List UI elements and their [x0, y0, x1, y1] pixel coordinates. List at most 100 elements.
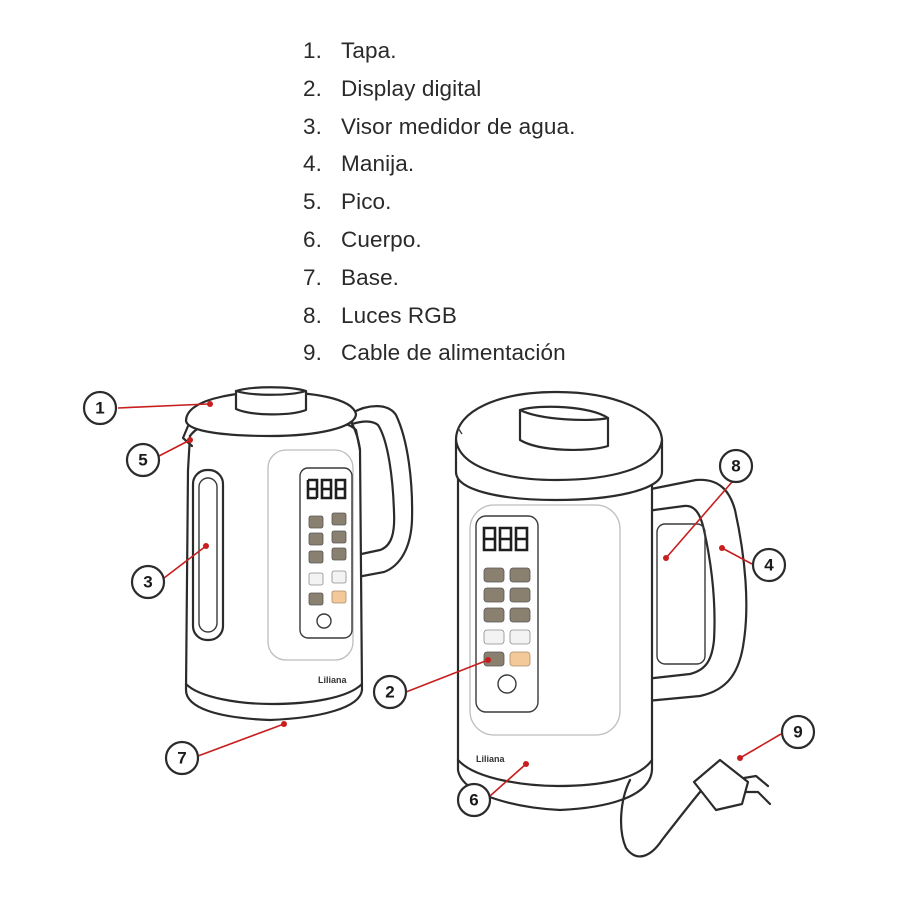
callout-circle — [82, 390, 118, 426]
right-buttons — [483, 567, 531, 694]
right-lid-button-top — [518, 408, 610, 422]
right-digit — [482, 526, 497, 552]
left-digit-display — [306, 478, 347, 500]
callout-leader — [721, 547, 753, 565]
legend-label: Base. — [341, 264, 400, 290]
legend-number: 1. — [303, 38, 322, 63]
callout-circle — [718, 448, 754, 484]
right-button — [483, 567, 505, 583]
left-button — [331, 512, 347, 526]
left-base-band — [184, 682, 364, 706]
callout-2: 2 — [372, 657, 491, 710]
legend-number: 6. — [303, 226, 322, 252]
left-button — [331, 570, 347, 584]
right-button — [509, 629, 531, 645]
right-power-button — [497, 674, 517, 694]
callout-3: 3 — [130, 543, 209, 600]
callout-number: 5 — [138, 451, 147, 470]
callout-9: 9 — [737, 714, 816, 761]
right-display-panel — [475, 515, 539, 713]
callout-dot — [737, 755, 743, 761]
callout-leader — [739, 733, 782, 759]
left-display-panel — [299, 467, 353, 639]
right-spout — [457, 427, 463, 435]
right-button — [509, 587, 531, 603]
right-lid-rim — [454, 438, 664, 482]
legend-item-base: 7. Base. — [303, 259, 575, 297]
callout-number: 7 — [177, 749, 186, 768]
right-button — [509, 651, 531, 667]
legend-item-cable: 9. Cable de alimentación — [303, 334, 575, 372]
legend-number: 3. — [303, 113, 322, 139]
plug-pin — [742, 774, 770, 788]
callout-circle — [372, 674, 408, 710]
right-button — [483, 587, 505, 603]
right-button — [509, 607, 531, 623]
callout-leader — [163, 545, 207, 579]
plug-pin — [744, 790, 772, 806]
power-plug — [692, 758, 772, 812]
legend-number: 2. — [303, 75, 322, 101]
legend-number: 4. — [303, 151, 322, 177]
callout-number: 9 — [793, 723, 802, 742]
callout-number: 1 — [95, 399, 104, 418]
callout-circle — [130, 564, 166, 600]
callout-number: 8 — [731, 457, 740, 476]
right-kettle: Liliana — [454, 390, 772, 858]
left-button — [308, 550, 324, 564]
callout-number: 6 — [469, 791, 478, 810]
right-button — [483, 629, 505, 645]
left-brand-logo: Liliana — [318, 675, 348, 685]
callout-circle — [125, 442, 161, 478]
callout-leader — [665, 481, 733, 559]
callout-dot — [207, 401, 213, 407]
legend-item-tapa: 1. Tapa. — [303, 32, 575, 70]
left-water-window-inner — [198, 477, 218, 633]
left-button — [308, 532, 324, 546]
left-button — [308, 515, 324, 529]
left-button — [331, 547, 347, 561]
legend-label: Manija. — [341, 151, 415, 177]
legend-item-visor: 3.Visor medidor de agua. — [303, 108, 575, 146]
left-digit — [320, 478, 333, 500]
left-buttons — [308, 512, 347, 629]
plug-body — [692, 758, 750, 812]
legend-item-display: 2.Display digital — [303, 70, 575, 108]
right-digit-display — [482, 526, 529, 552]
callout-6: 6 — [456, 761, 529, 818]
legend-label: Tapa. — [341, 38, 397, 63]
legend-number: 7. — [303, 264, 322, 290]
legend-number: 8. — [303, 302, 322, 328]
callout-leader — [489, 763, 527, 797]
callout-leader — [405, 659, 489, 693]
left-button — [331, 590, 347, 604]
left-button — [308, 572, 324, 586]
power-cord — [619, 778, 702, 858]
legend-label: Pico. — [341, 189, 392, 215]
callout-leader — [117, 403, 209, 409]
right-base-band — [456, 758, 654, 788]
callout-number: 2 — [385, 683, 394, 702]
left-button — [331, 530, 347, 544]
callout-dot — [663, 555, 669, 561]
right-button — [483, 607, 505, 623]
callout-dot — [187, 437, 193, 443]
right-control-panel — [469, 504, 621, 736]
callout-circle — [751, 547, 787, 583]
left-lid-button — [234, 386, 308, 416]
legend-label: Cable de alimentación — [341, 340, 566, 366]
legend-item-luces: 8.Luces RGB — [303, 297, 575, 335]
callout-5: 5 — [125, 437, 193, 478]
callout-dot — [719, 545, 725, 551]
callout-dot — [281, 721, 287, 727]
right-button — [509, 567, 531, 583]
left-digit — [306, 478, 319, 500]
legend-number: 9. — [303, 340, 322, 366]
left-button — [308, 592, 324, 606]
right-digit — [498, 526, 513, 552]
callout-circle — [780, 714, 816, 750]
right-digit — [514, 526, 529, 552]
callout-dot — [523, 761, 529, 767]
right-handle-window — [656, 523, 706, 665]
